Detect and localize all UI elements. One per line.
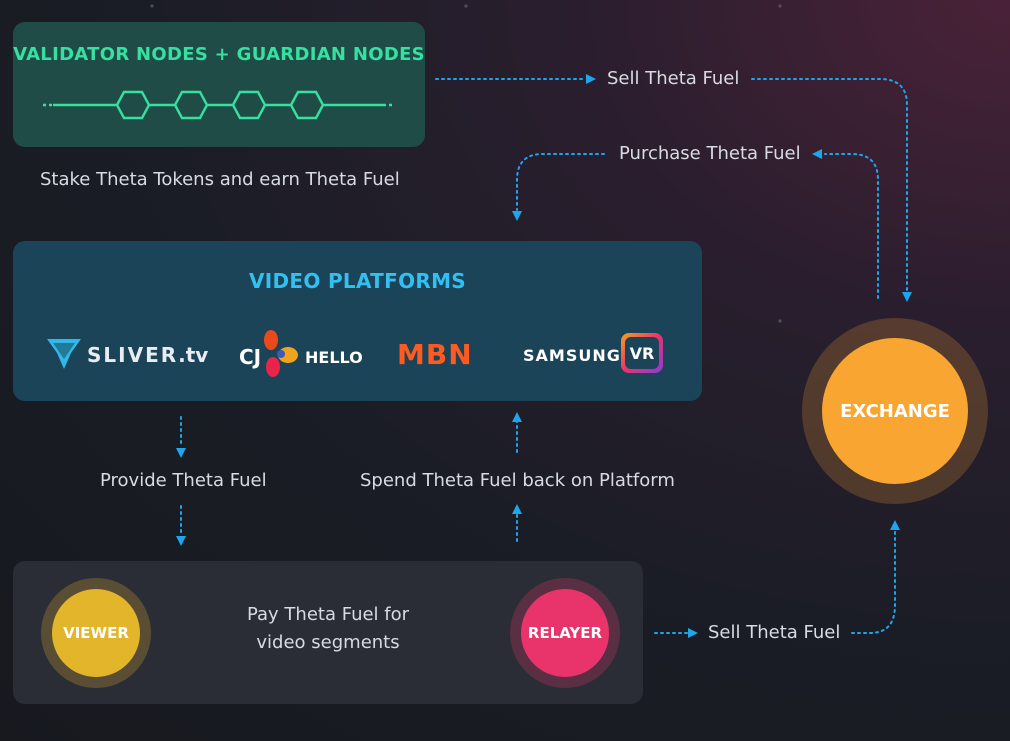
cj-petal-icon <box>264 330 298 377</box>
relayer-node: RELAYER <box>521 589 609 677</box>
sell-top-line-b <box>751 78 908 291</box>
vr-badge: VR <box>621 333 663 373</box>
arrowhead-sell-top <box>586 74 596 84</box>
arrowhead-exchange-up <box>890 520 900 530</box>
arrowhead-purchase <box>812 149 822 159</box>
arrowhead-platforms-in <box>512 211 522 221</box>
mbn-logo: MBN <box>397 338 473 371</box>
node-chain-icon <box>43 90 395 120</box>
arrowhead-sell-bottom <box>688 628 698 638</box>
vr-label: VR <box>625 337 659 369</box>
sell-bottom-line-b <box>851 527 896 634</box>
arrowhead-spend-b <box>512 412 522 422</box>
viewer-node-halo: VIEWER <box>41 578 151 688</box>
exchange-node-halo: EXCHANGE <box>802 318 988 504</box>
video-platforms-title: VIDEO PLATFORMS <box>249 269 466 293</box>
sliver-logo: SLIVER.tv <box>87 343 209 367</box>
samsung-logo: SAMSUNG <box>523 346 621 365</box>
provide-theta-fuel-label: Provide Theta Fuel <box>100 470 267 491</box>
hello-logo-text: HELLO <box>305 348 363 367</box>
sell-theta-fuel-bottom-label: Sell Theta Fuel <box>708 622 841 643</box>
validator-caption: Stake Theta Tokens and earn Theta Fuel <box>40 169 400 190</box>
pay-theta-fuel-line1: Pay Theta Fuel for <box>246 604 410 625</box>
arrowhead-exchange-in <box>902 292 912 302</box>
validator-title: VALIDATOR NODES + GUARDIAN NODES <box>13 44 425 65</box>
relayer-node-halo: RELAYER <box>510 578 620 688</box>
spend-theta-fuel-label: Spend Theta Fuel back on Platform <box>360 470 675 491</box>
cj-logo-text: CJ <box>239 345 262 369</box>
arrowhead-spend-a <box>512 504 522 514</box>
purchase-theta-fuel-label: Purchase Theta Fuel <box>619 143 801 164</box>
exchange-node: EXCHANGE <box>822 338 968 484</box>
validator-panel: VALIDATOR NODES + GUARDIAN NODES <box>13 22 425 147</box>
purchase-line-b <box>516 153 605 211</box>
sell-theta-fuel-top-label: Sell Theta Fuel <box>607 68 740 89</box>
purchase-line-a <box>824 153 879 299</box>
pay-theta-fuel-line2: video segments <box>256 632 400 653</box>
video-platforms-panel: VIDEO PLATFORMS SLIVER.tv CJ HELLO MBN S… <box>13 241 702 401</box>
arrowhead-provide-b <box>176 536 186 546</box>
sliver-logo-icon <box>47 339 81 369</box>
arrowhead-provide-a <box>176 448 186 458</box>
viewer-node: VIEWER <box>52 589 140 677</box>
